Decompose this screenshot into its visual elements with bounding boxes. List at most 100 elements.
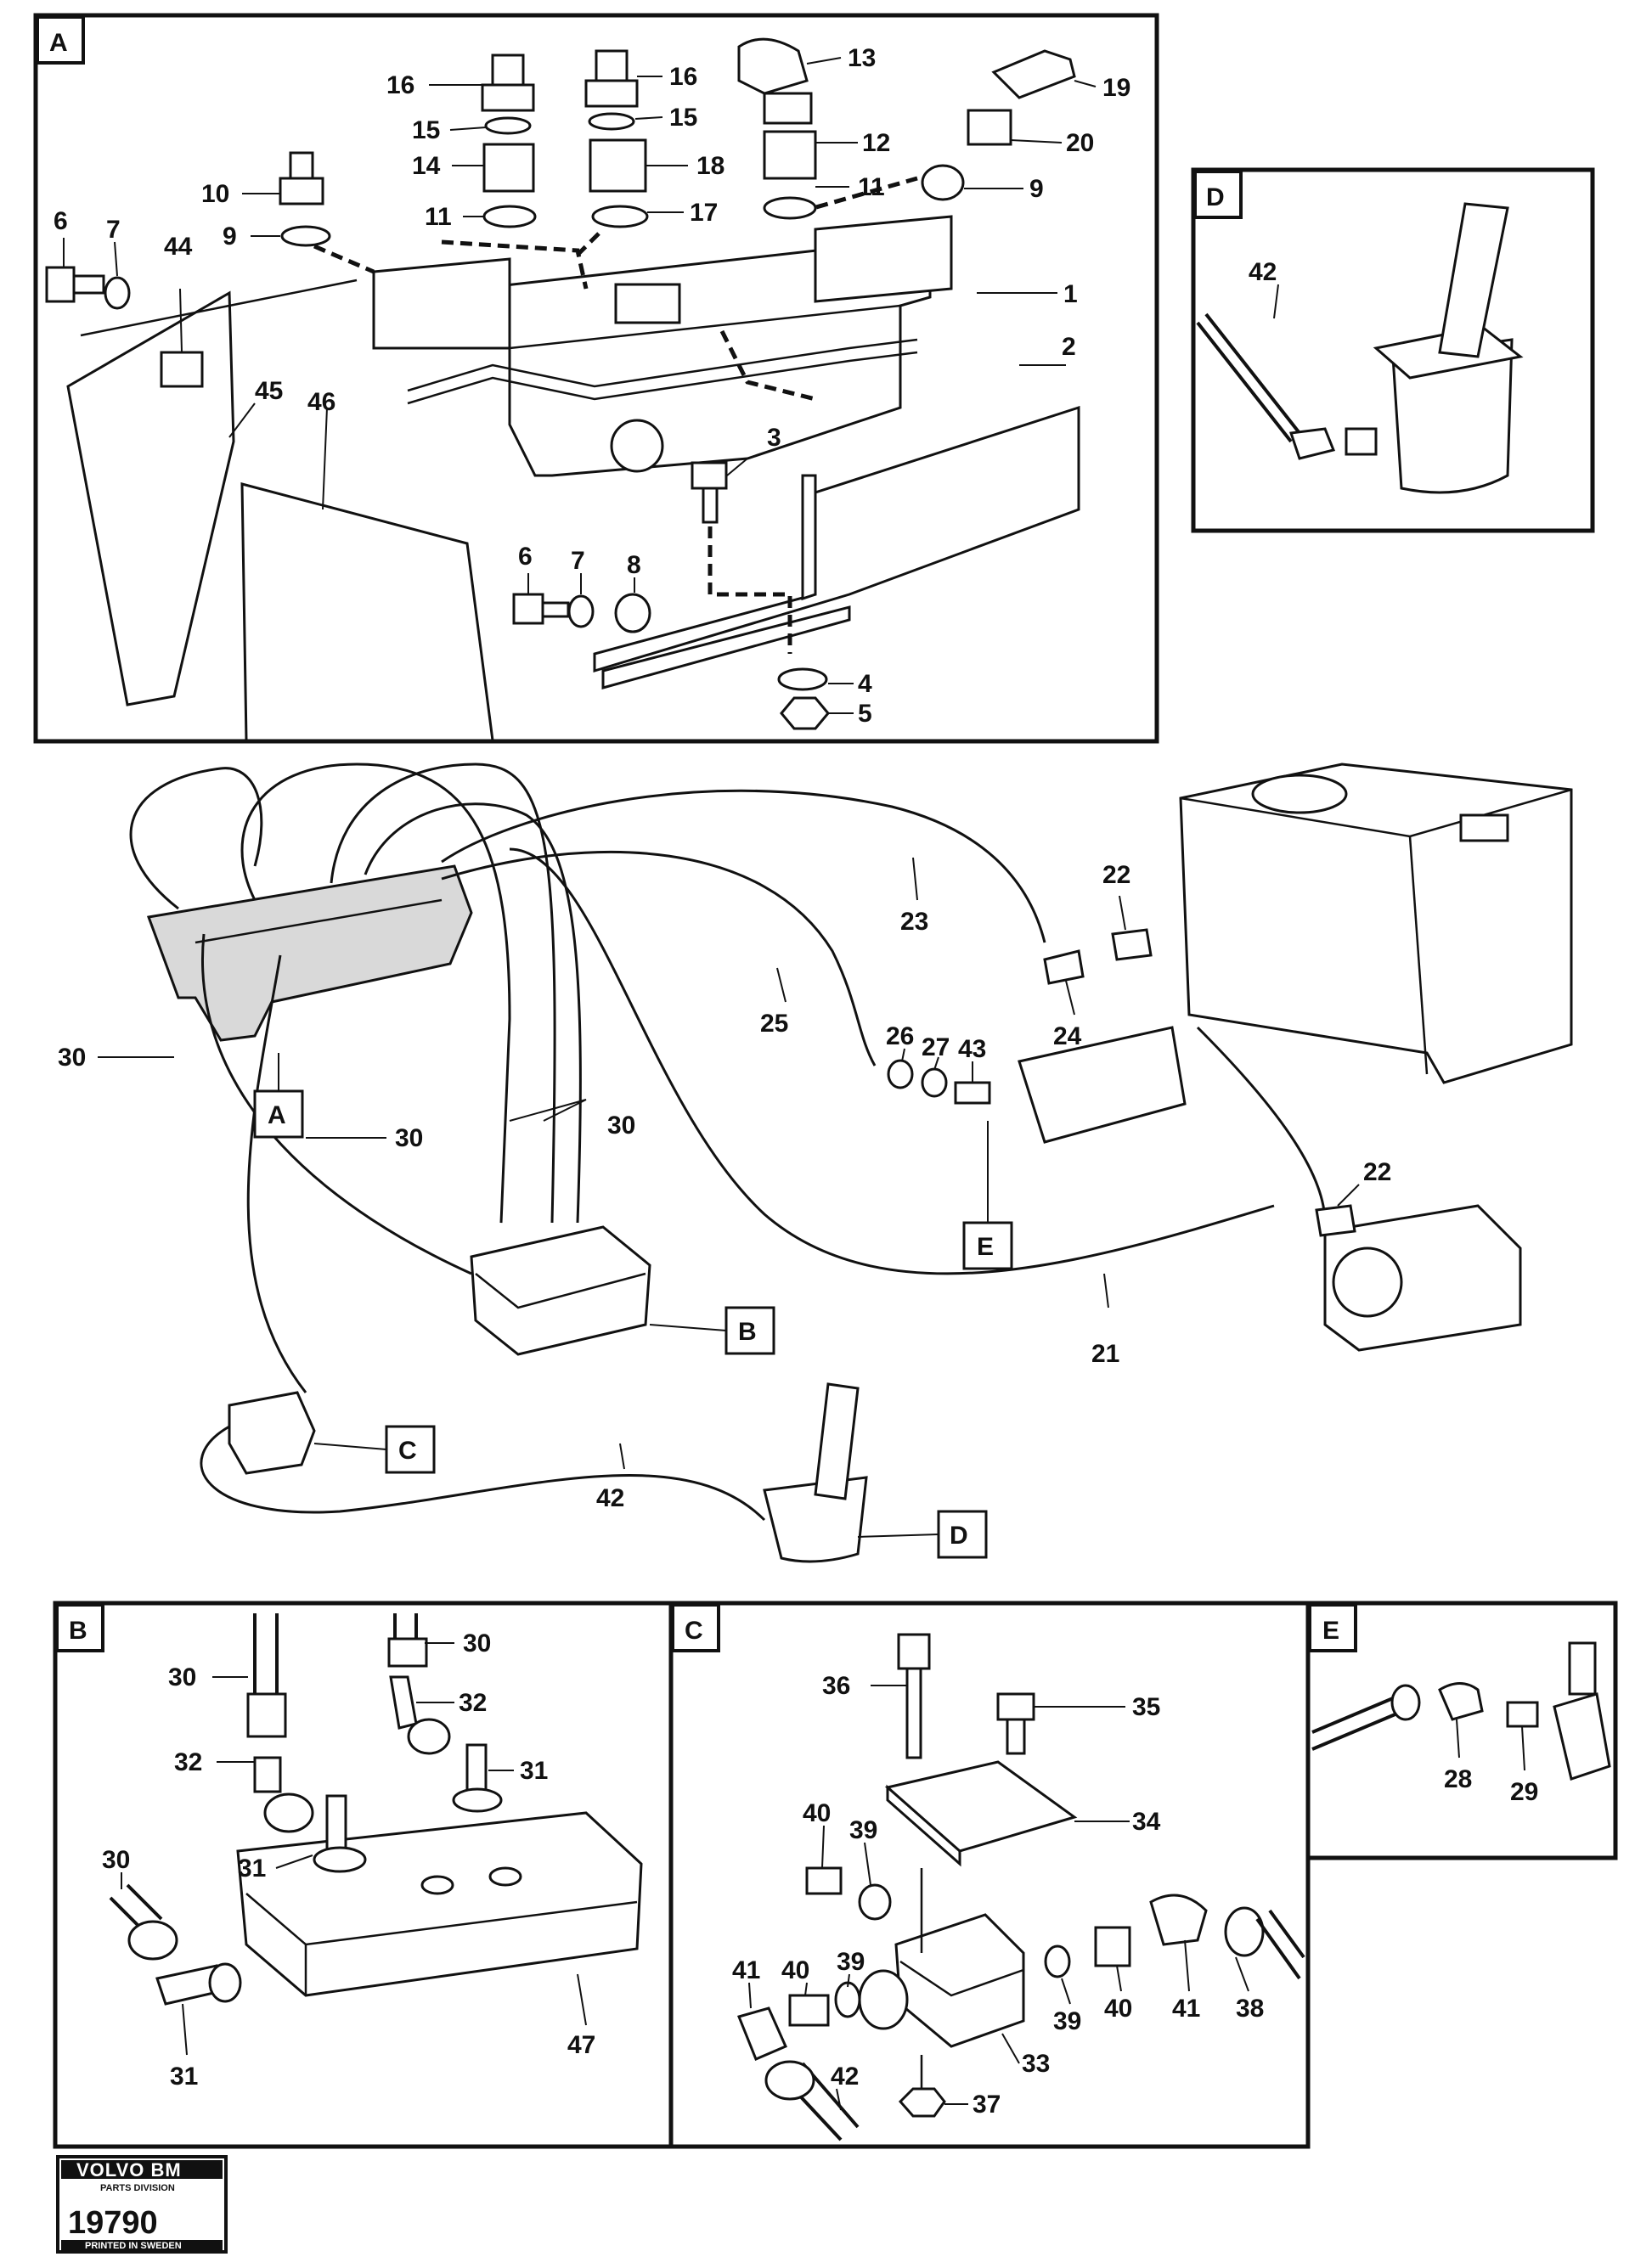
seal-15b	[588, 112, 635, 131]
washer-27	[921, 1067, 948, 1098]
valve-pilot-tubes	[407, 338, 918, 392]
dash-5	[719, 329, 816, 402]
leader-27	[933, 1056, 939, 1071]
leader-21	[1103, 1273, 1109, 1308]
panel-e-tag: E	[1322, 1617, 1339, 1645]
leader-e-28	[1456, 1719, 1460, 1759]
block-47	[236, 1811, 643, 1997]
callout-19: 19	[1102, 74, 1130, 102]
c-hose-nut-42	[764, 2060, 815, 2101]
washer-4	[777, 667, 828, 691]
panel-b: B 30	[53, 1601, 674, 2149]
callout-26: 26	[886, 1022, 914, 1050]
panel-a-tag: A	[49, 29, 68, 57]
b-stud-31a	[325, 1794, 347, 1857]
callout-c-38: 38	[1236, 1995, 1264, 2023]
panel-b-tag-box	[55, 1603, 104, 1652]
leader-c-39c	[1061, 1978, 1071, 2005]
panel-d-hose	[1196, 321, 1293, 443]
bolt-36-head	[897, 1633, 931, 1670]
leader-c-39a	[864, 1842, 871, 1886]
b-hose-nut-2	[387, 1637, 428, 1668]
b-nut-31c	[208, 1962, 242, 2003]
callout-b-30b: 30	[463, 1629, 491, 1657]
overview: A B C D E 21 22 22 23 24 25	[58, 763, 1573, 1563]
callout-c-34: 34	[1132, 1808, 1161, 1836]
callout-43: 43	[958, 1035, 986, 1063]
callout-13: 13	[848, 44, 876, 72]
b-hose-3b	[126, 1883, 163, 1921]
callout-c-39b: 39	[837, 1948, 865, 1976]
fitting-16b-thread	[595, 49, 629, 87]
callout-c-40a: 40	[803, 1799, 831, 1827]
callout-e-28: 28	[1444, 1765, 1472, 1793]
hose-30-main	[201, 933, 472, 1275]
leader-44	[179, 288, 183, 353]
callout-c-39c: 39	[1053, 2007, 1081, 2035]
b-hose-nut-1	[246, 1692, 287, 1738]
leader-c-39b	[847, 1973, 850, 1988]
e-block	[1553, 1692, 1611, 1781]
ref-box-b	[724, 1306, 775, 1355]
tank-front-edge	[1408, 836, 1429, 1075]
tank-breather	[1459, 813, 1509, 842]
b-nut-31b	[452, 1787, 503, 1813]
leader-b-47	[577, 1973, 587, 2026]
fitting-43	[954, 1081, 991, 1105]
hose-42	[200, 1425, 766, 1522]
bolt-6b	[512, 593, 544, 625]
callout-30-mid: 30	[395, 1124, 423, 1152]
bolt-6a	[45, 266, 76, 303]
fitting-20	[967, 109, 1012, 146]
callout-c-40c: 40	[1104, 1995, 1132, 2023]
callout-c-41a: 41	[732, 1956, 760, 1984]
panel-d-tag-box	[1193, 170, 1243, 219]
callout-b-32b: 32	[459, 1689, 487, 1717]
nut-37	[898, 2087, 946, 2118]
callout-12: 12	[862, 129, 890, 157]
callout-22a: 22	[1102, 861, 1130, 889]
overview-block-c	[228, 1391, 316, 1475]
valve-port	[610, 419, 664, 473]
b-fitting-32b	[389, 1675, 418, 1730]
callout-14: 14	[412, 152, 441, 180]
ref-d: D	[950, 1522, 968, 1550]
overview-joystick-lever	[814, 1382, 860, 1500]
callout-7b: 7	[571, 547, 585, 575]
joystick-base	[1391, 338, 1514, 494]
panel-d-hose-nut	[1288, 427, 1336, 460]
elbow-19	[991, 49, 1076, 99]
callout-30-left: 30	[58, 1044, 86, 1072]
b-nut-31a	[313, 1846, 367, 1873]
elbow-24	[1043, 949, 1085, 985]
elbow-13	[737, 37, 809, 95]
bolt-6b-shank	[541, 601, 570, 618]
plate-34-edge	[886, 1784, 961, 1867]
callout-18: 18	[696, 152, 724, 180]
hose-30-c-feed	[246, 954, 307, 1393]
leader-15b	[634, 116, 663, 120]
callout-c-36: 36	[822, 1672, 850, 1700]
callout-b-47: 47	[567, 2031, 595, 2059]
bolt-3-head	[691, 461, 728, 490]
plate-34	[884, 1760, 1078, 1853]
ref-b: B	[738, 1318, 757, 1346]
b-elbow-32b	[407, 1718, 451, 1755]
callout-2: 2	[1062, 333, 1076, 361]
callout-c-33: 33	[1022, 2050, 1050, 2078]
valve-pilot-tubes-2	[407, 351, 918, 405]
leader-20	[1010, 139, 1063, 144]
e-elbow-28	[1438, 1682, 1484, 1721]
block-33-edge	[899, 1960, 1024, 1997]
callout-20: 20	[1066, 129, 1094, 157]
ref-box-a	[253, 1089, 304, 1139]
callout-c-42: 42	[831, 2063, 859, 2091]
tee-22a	[1111, 928, 1153, 961]
leader-c-42	[836, 2088, 842, 2111]
bolt-3-dash	[708, 526, 792, 654]
adapter-14	[482, 143, 535, 193]
callout-15a: 15	[412, 116, 440, 144]
callout-b-30c: 30	[102, 1846, 130, 1874]
fitting-40c	[1094, 1926, 1131, 1967]
leader-ref-c	[313, 1443, 387, 1450]
